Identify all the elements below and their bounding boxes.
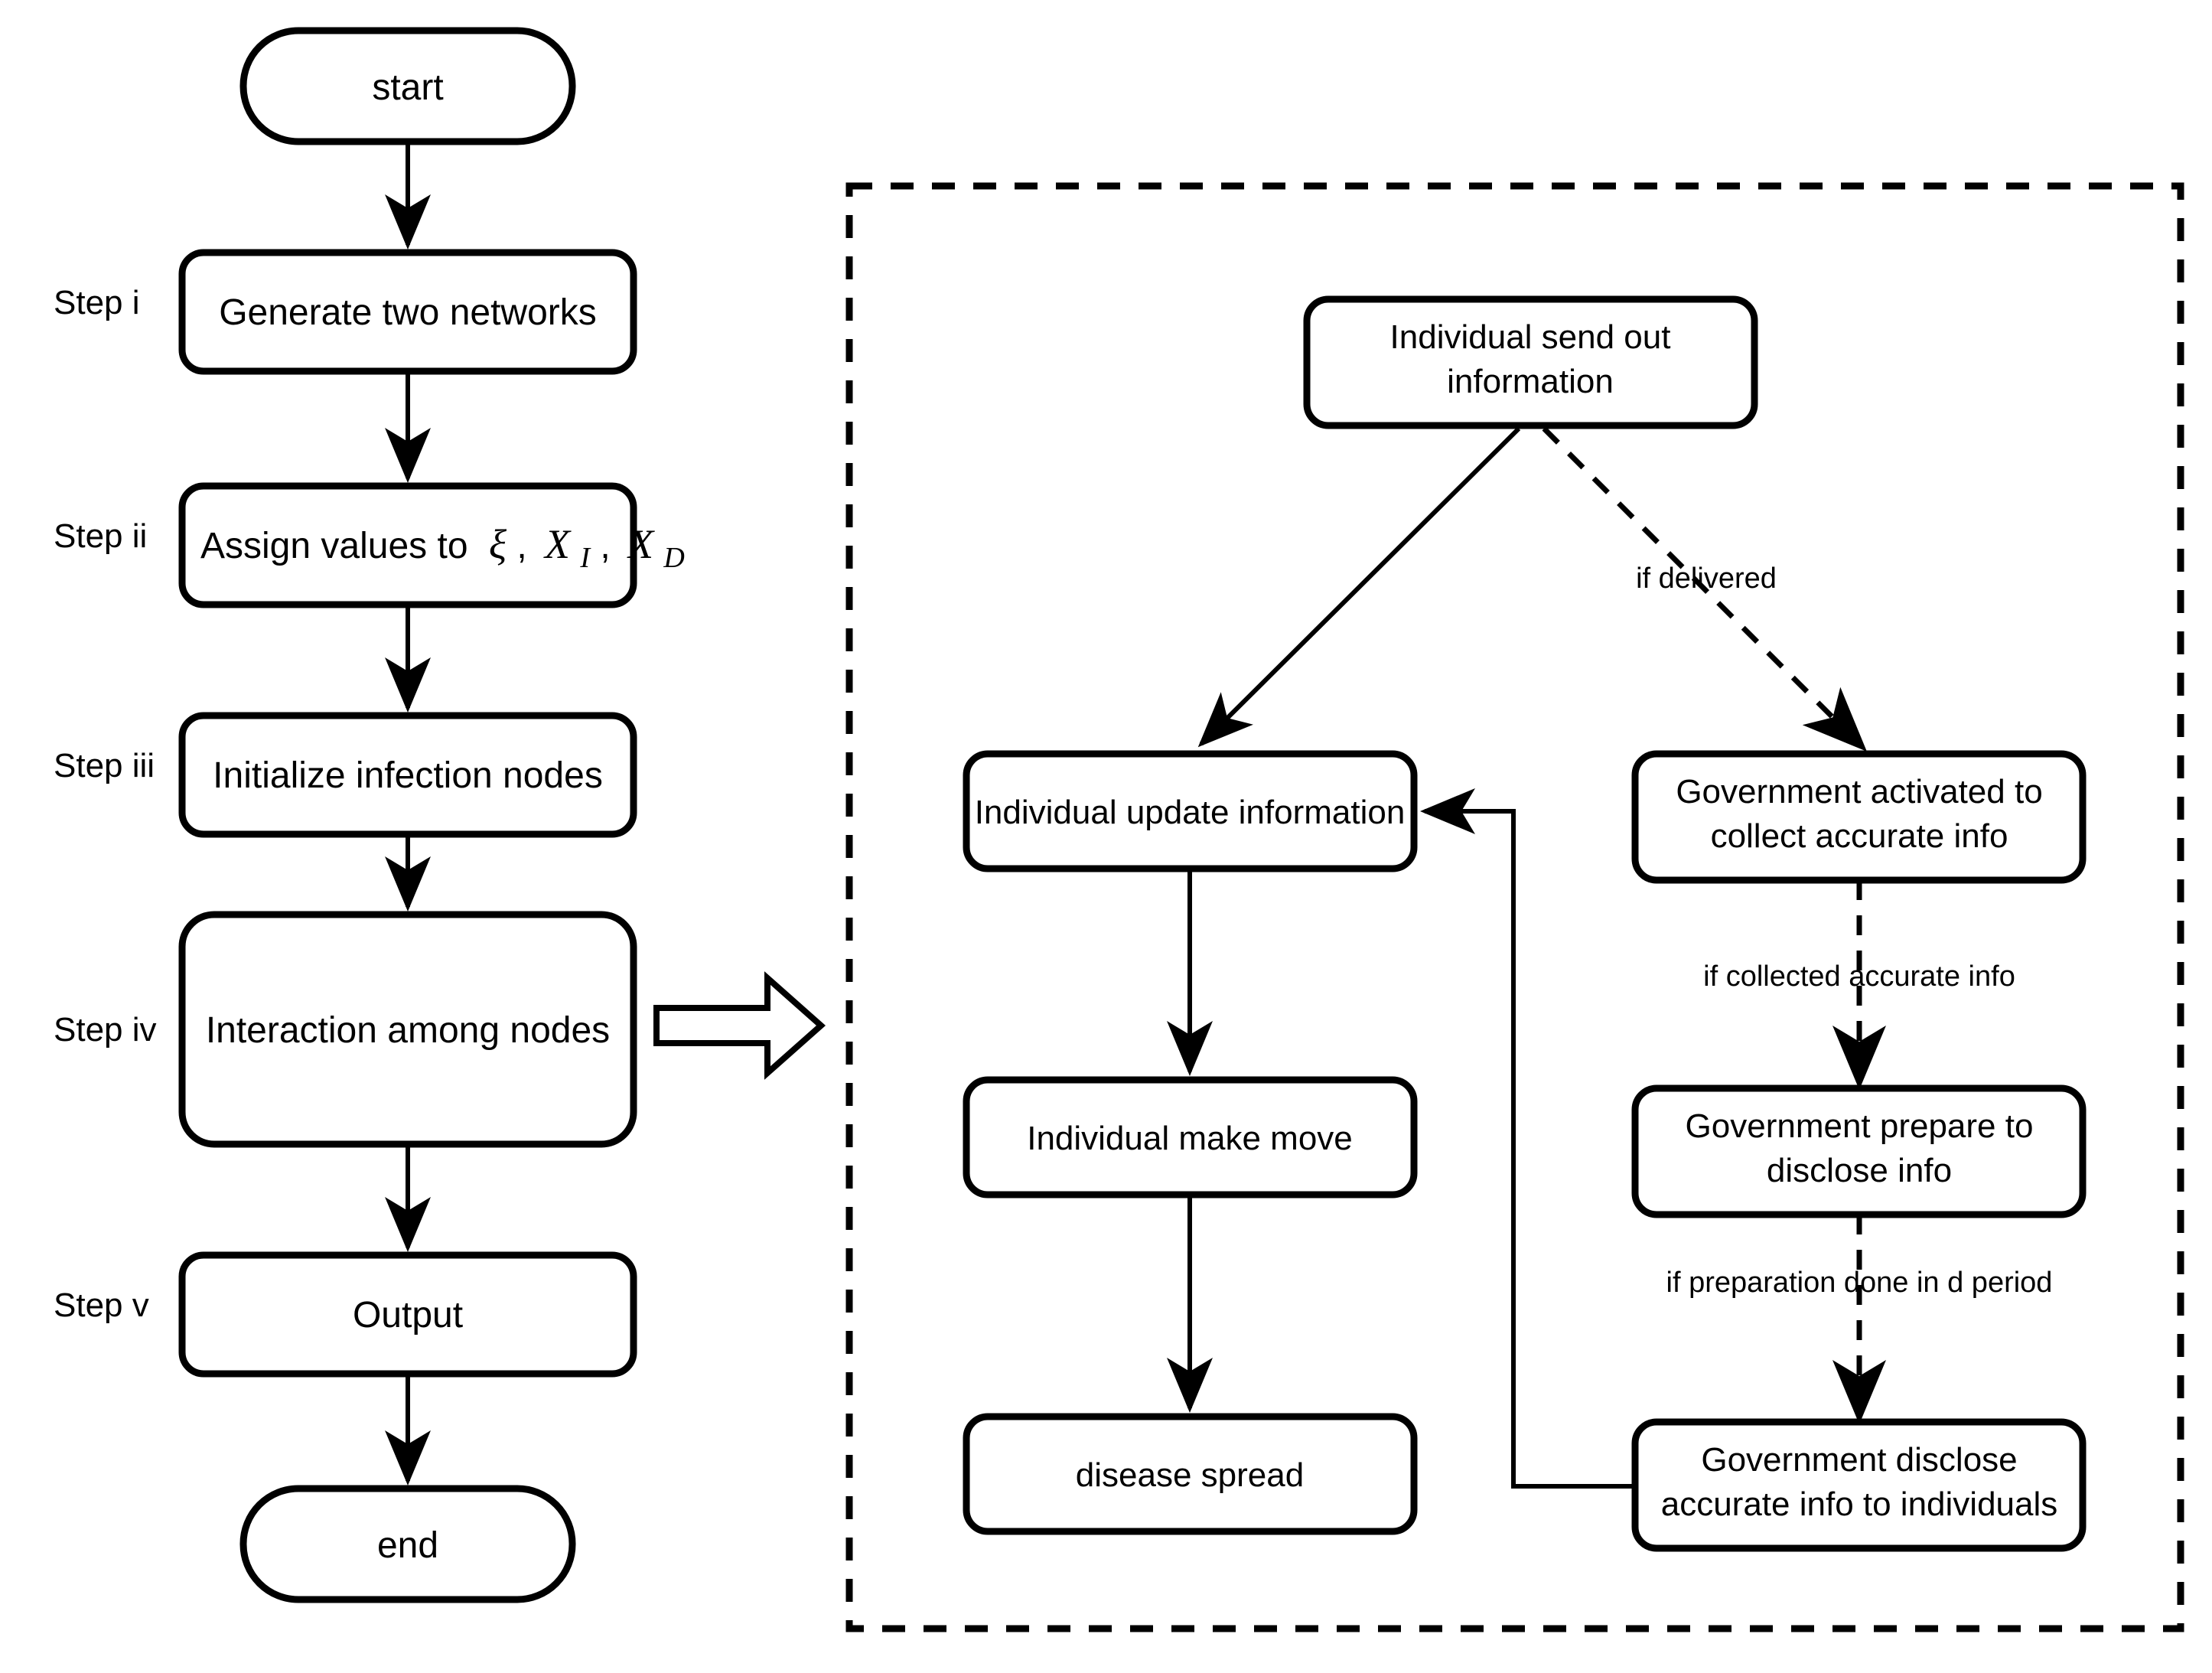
node-make-move[interactable]: Individual make move: [963, 1076, 1418, 1198]
node-gov-activated-label-line1: Government activated to: [1676, 773, 2042, 810]
node-output[interactable]: Output: [178, 1251, 637, 1378]
math-x-2: X: [627, 521, 655, 567]
node-assign-label: Assign values to ξ , X I , X D: [200, 521, 685, 576]
edge-send-to-update: [1197, 426, 1521, 748]
node-generate[interactable]: Generate two networks: [178, 249, 637, 375]
node-gov-prepare-label-line1: Government prepare to: [1686, 1107, 2034, 1145]
node-gov-activated-label-line2: collect accurate info: [1711, 817, 2008, 855]
node-initialize[interactable]: Initialize infection nodes: [178, 712, 637, 838]
node-start-label: start: [372, 67, 443, 108]
node-start[interactable]: start: [239, 27, 576, 145]
node-end[interactable]: end: [239, 1485, 576, 1603]
node-gov-disclose[interactable]: Government disclose accurate info to ind…: [1631, 1418, 2087, 1552]
math-x-1: X: [543, 521, 572, 567]
expanded-subprocess-panel: [845, 182, 2184, 1632]
edge-label-if-delivered: if delivered: [1636, 563, 1777, 595]
step-label-iv: Step iv: [54, 1011, 157, 1048]
math-comma-2: ,: [600, 526, 610, 566]
node-end-label: end: [377, 1525, 438, 1566]
math-xi: ξ: [489, 521, 507, 567]
node-gov-activated[interactable]: Government activated to collect accurate…: [1631, 750, 2087, 884]
node-interaction-label: Interaction among nodes: [206, 1010, 610, 1051]
node-update-info-label: Individual update information: [975, 794, 1406, 831]
expand-arrow-icon: [653, 971, 826, 1080]
node-make-move-label: Individual make move: [1027, 1120, 1353, 1157]
node-gov-disclose-label-line2: accurate info to individuals: [1661, 1485, 2058, 1523]
node-gov-disclose-label-line1: Government disclose: [1701, 1441, 2017, 1479]
node-interaction[interactable]: Interaction among nodes: [178, 911, 637, 1148]
step-label-v: Step v: [54, 1287, 149, 1324]
node-assign[interactable]: Assign values to ξ , X I , X D: [178, 482, 685, 608]
step-label-iii: Step iii: [54, 747, 155, 784]
node-disease-spread[interactable]: disease spread: [963, 1413, 1418, 1535]
node-send-info-label-line2: information: [1447, 363, 1614, 400]
node-generate-label: Generate two networks: [219, 292, 597, 333]
edge-label-if-collected: if collected accurate info: [1703, 960, 2015, 993]
math-sub-D: D: [663, 542, 684, 574]
math-sub-I: I: [579, 542, 591, 574]
step-label-ii: Step ii: [54, 517, 147, 555]
edge-send-to-gov-activated: [1542, 426, 1867, 752]
math-comma-1: ,: [516, 526, 526, 566]
node-disease-spread-label: disease spread: [1076, 1456, 1304, 1494]
step-label-i: Step i: [54, 284, 140, 321]
edge-gov-disclose-to-update: [1420, 788, 1635, 1489]
node-update-info[interactable]: Individual update information: [963, 750, 1418, 872]
node-gov-prepare[interactable]: Government prepare to disclose info: [1631, 1084, 2087, 1218]
node-send-info-label-line1: Individual send out: [1390, 318, 1671, 356]
node-initialize-label: Initialize infection nodes: [213, 755, 603, 796]
edge-label-if-preparation: if preparation done in d period: [1666, 1267, 2053, 1299]
node-gov-prepare-label-line2: disclose info: [1767, 1152, 1952, 1189]
node-send-info[interactable]: Individual send out information: [1303, 295, 1758, 429]
node-output-label: Output: [353, 1295, 463, 1335]
